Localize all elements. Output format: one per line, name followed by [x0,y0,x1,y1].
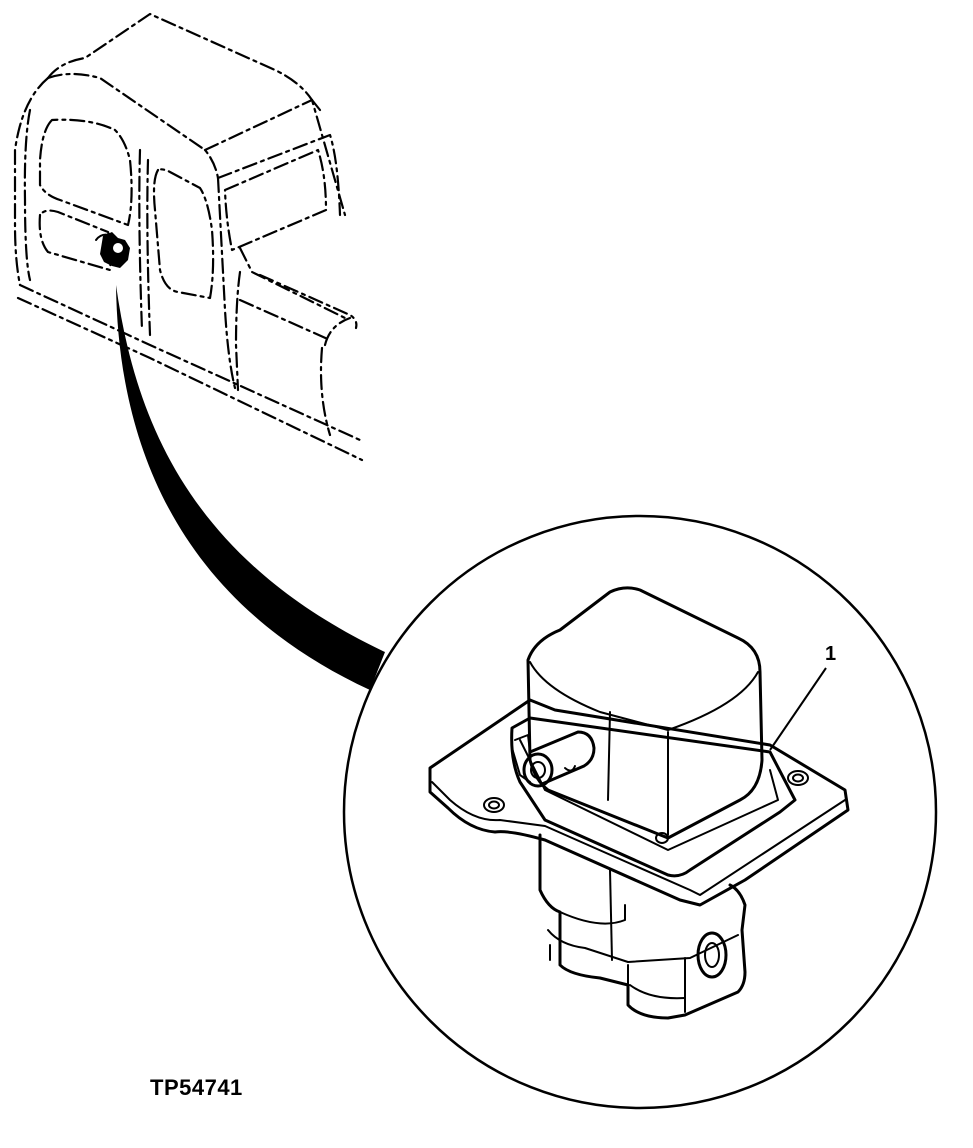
valve-assembly [428,586,850,1020]
detail-leader [116,285,385,690]
callout-1: 1 [769,643,836,751]
excavator-cab [13,12,364,462]
callout-number: 1 [825,643,836,665]
control-location-marker [95,232,130,268]
figure-id-label: TP54741 [150,1075,243,1100]
detail-circle [342,514,938,1110]
